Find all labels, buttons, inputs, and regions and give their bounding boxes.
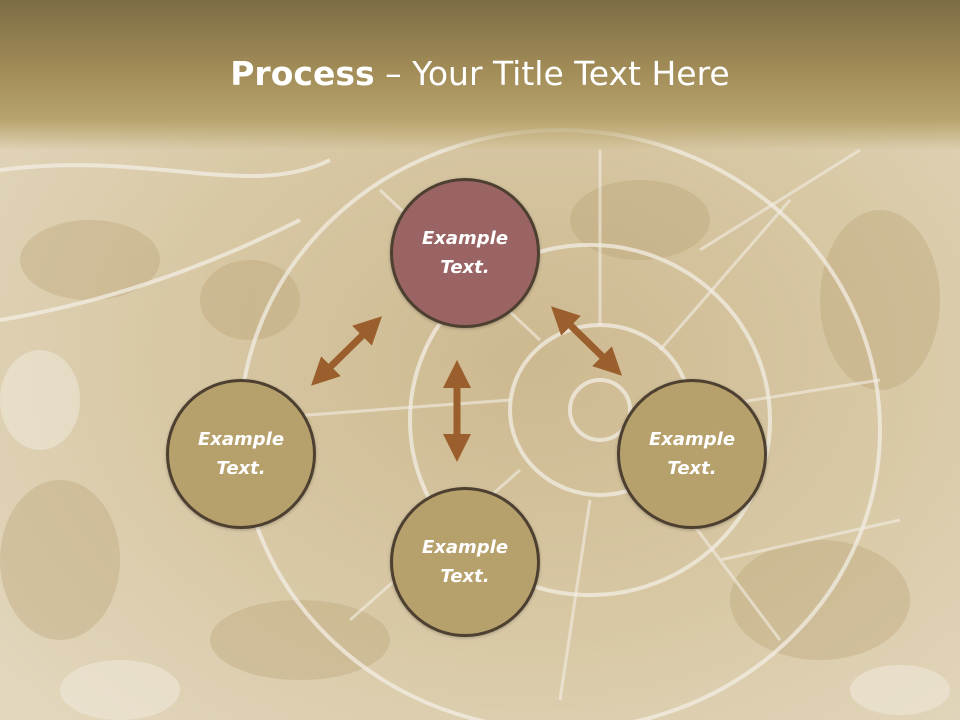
node-bottom-line1: Example [421,537,509,558]
node-top-line1: Example [421,228,509,249]
node-right-line2: Text. [667,458,717,479]
node-left-line2: Text. [216,458,266,479]
title-bold: Process [230,54,375,93]
title-rest: – Your Title Text Here [374,54,730,93]
node-left-line1: Example [197,429,285,450]
node-bottom-line2: Text. [440,566,490,587]
slide-title: Process – Your Title Text Here [0,52,960,96]
node-top-line2: Text. [440,257,490,278]
title-bar [0,0,960,150]
node-right-line1: Example [648,429,736,450]
